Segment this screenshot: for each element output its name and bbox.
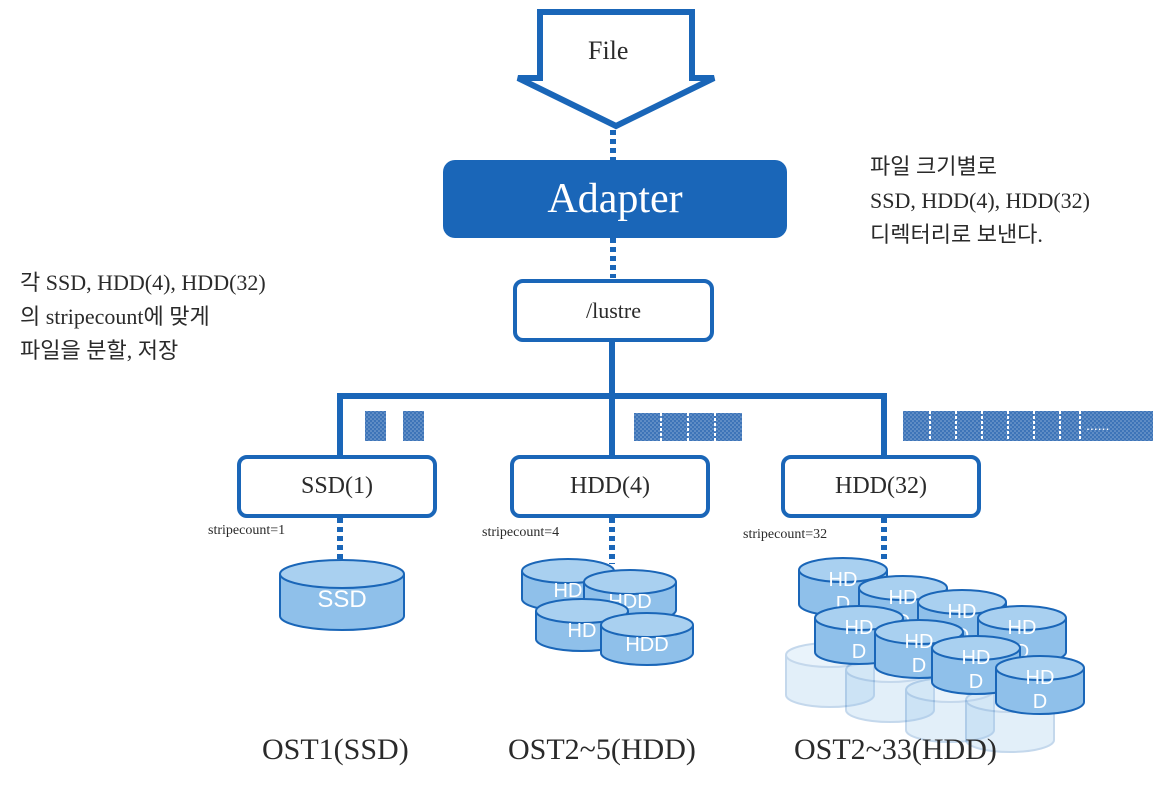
disk-label: D <box>852 641 866 663</box>
strip-ellipsis: ...... <box>1086 417 1109 433</box>
lustre-box: /lustre <box>513 279 714 342</box>
disk-label: HD <box>889 587 918 609</box>
ost-hdd4-label: OST2~5(HDD) <box>508 733 696 766</box>
hdd32-stripe-blocks: ...... <box>903 411 1153 441</box>
note-left: 각 SSD, HDD(4), HDD(32) 의 stripecount에 맞게… <box>20 266 266 368</box>
disk-label: D <box>1033 691 1047 713</box>
ssd-disk-label: SSD <box>317 586 366 613</box>
stripe-block <box>903 411 1153 441</box>
ssd-stripe-block <box>403 411 424 441</box>
file-arrow-icon <box>516 9 716 130</box>
disk-label: HD <box>905 631 934 653</box>
hdd32-disk-stack: HDDHDDHDDHDDHDDHDDHDDHDD <box>785 557 1085 753</box>
note-left-line: 파일을 분할, 저장 <box>20 338 179 363</box>
ssd-stripe-block <box>365 411 386 441</box>
note-left-line: 각 SSD, HDD(4), HDD(32) <box>20 270 266 295</box>
hdd4-stripecount-label: stripecount=4 <box>482 525 560 540</box>
ost-ssd-label: OST1(SSD) <box>262 733 409 766</box>
ssd-stripecount-label: stripecount=1 <box>208 523 286 538</box>
disk-label: HD <box>845 617 874 639</box>
hdd-disk-icon: HDD <box>995 655 1085 715</box>
ssd-group-box: SSD(1) <box>237 455 437 518</box>
note-right: 파일 크기별로 SSD, HDD(4), HDD(32) 디렉터리로 보낸다. <box>870 150 1090 252</box>
note-right-line: SSD, HDD(4), HDD(32) <box>870 188 1090 213</box>
note-right-line: 디렉터리로 보낸다. <box>870 222 1043 247</box>
hdd4-stripe-blocks <box>634 413 742 441</box>
disk-label: HD <box>962 647 991 669</box>
stripe-block <box>634 413 742 441</box>
adapter-box: Adapter <box>443 160 787 238</box>
note-right-line: 파일 크기별로 <box>870 154 997 179</box>
note-left-line: 의 stripecount에 맞게 <box>20 304 210 329</box>
hdd4-group-box: HDD(4) <box>510 455 710 518</box>
ssd-disk-icon: SSD <box>279 559 405 631</box>
disk-label: HD <box>1026 667 1055 689</box>
disk-label: D <box>969 671 983 693</box>
disk-label: HD <box>568 620 597 642</box>
disk-label: HD <box>1008 617 1037 639</box>
hdd32-stripecount-label: stripecount=32 <box>743 527 828 542</box>
file-label: File <box>588 36 629 65</box>
disk-label: HD <box>554 580 583 602</box>
disk-label: D <box>912 655 926 677</box>
hdd-disk-icon: HDD <box>600 612 694 666</box>
hdd32-group-box: HDD(32) <box>781 455 981 518</box>
disk-label: HD <box>948 601 977 623</box>
disk-label: HD <box>829 569 858 591</box>
ost-hdd32-label: OST2~33(HDD) <box>794 733 997 766</box>
disk-label: HDD <box>625 634 668 656</box>
